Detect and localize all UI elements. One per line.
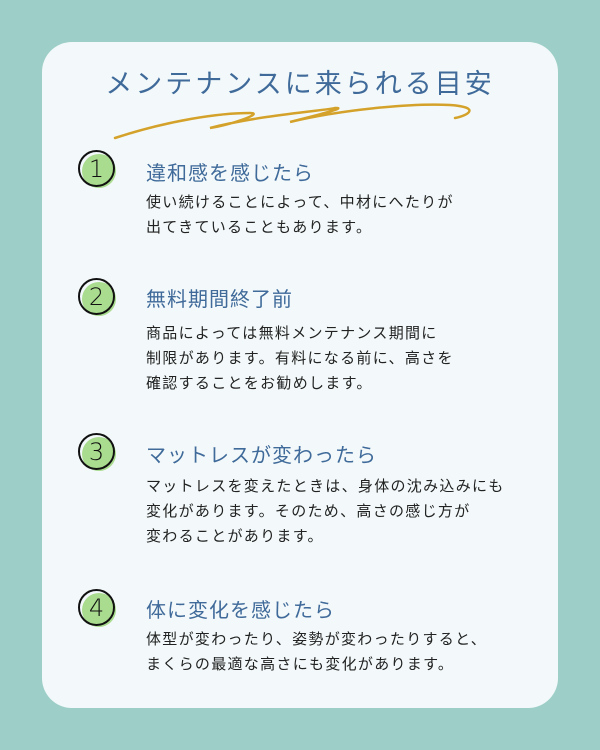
page-title: メンテナンスに来られる目安 <box>105 69 495 100</box>
item-body: マットレスを変えたときは、身体の沈み込みにも変化があります。そのため、高さの感じ… <box>146 477 505 545</box>
number-badge: 4 <box>78 589 116 627</box>
item-body: 体型が変わったり、姿勢が変わったりすると、まくらの最適な高さにも変化があります。 <box>146 630 488 673</box>
item-heading: 違和感を感じたら <box>146 161 314 185</box>
item-heading: 体に変化を感じたら <box>146 598 335 622</box>
number-badge: 1 <box>78 150 116 188</box>
item-heading: 無料期間終了前 <box>146 287 293 311</box>
swoosh-decoration <box>113 103 471 140</box>
card <box>42 42 558 708</box>
number-badge: 2 <box>78 278 116 316</box>
item-heading: マットレスが変わったら <box>146 443 377 467</box>
number-badge: 3 <box>78 433 116 471</box>
item-body: 商品によっては無料メンテナンス期間に制限があります。有料になる前に、高さを確認す… <box>146 324 454 392</box>
item-body: 使い続けることによって、中材にへたりが出てきていることもあります。 <box>146 193 454 236</box>
